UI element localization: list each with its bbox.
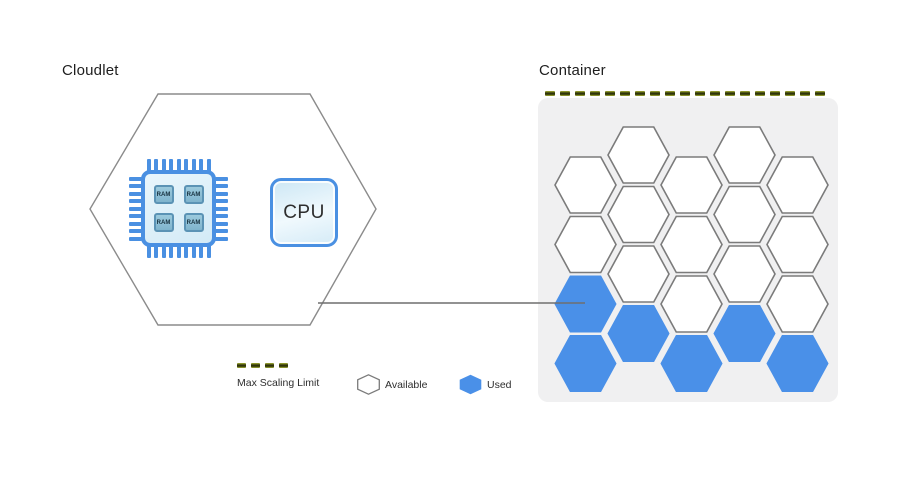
chip-pin bbox=[215, 236, 228, 241]
limit-dash bbox=[800, 91, 810, 96]
legend-used-label: Used bbox=[487, 378, 512, 391]
ram-chip-body: RAM RAM RAM RAM bbox=[141, 170, 216, 247]
limit-dash bbox=[560, 91, 570, 96]
chip-pin bbox=[215, 214, 228, 218]
ram-module: RAM bbox=[153, 213, 174, 232]
ram-module: RAM bbox=[153, 185, 174, 204]
limit-dash bbox=[755, 91, 765, 96]
chip-pin bbox=[215, 191, 228, 196]
hex-cell-available bbox=[607, 245, 670, 303]
cpu-label: CPU bbox=[283, 201, 325, 223]
hex-grid bbox=[554, 126, 829, 392]
chip-pin bbox=[215, 206, 228, 211]
used-hexagon-icon bbox=[459, 374, 482, 395]
available-hexagon-shape bbox=[357, 374, 380, 395]
limit-dash bbox=[279, 363, 288, 368]
legend-max-scaling: Max Scaling Limit bbox=[237, 363, 319, 389]
max-scaling-limit-line bbox=[545, 91, 833, 96]
limit-dash bbox=[680, 91, 690, 96]
hex-cell-used bbox=[713, 305, 776, 362]
legend-dash-sample bbox=[237, 363, 288, 368]
limit-dash bbox=[695, 91, 705, 96]
ram-module: RAM bbox=[183, 213, 204, 232]
chip-pin bbox=[215, 221, 228, 226]
legend-available: Available bbox=[356, 374, 427, 395]
limit-dash bbox=[650, 91, 660, 96]
hex-cell-available bbox=[554, 156, 617, 214]
ram-chip-icon: RAM RAM RAM RAM bbox=[129, 159, 228, 258]
hex-cell-used bbox=[554, 335, 617, 392]
chip-pin bbox=[215, 229, 228, 233]
hex-cell-used bbox=[766, 335, 829, 392]
chip-pin bbox=[215, 176, 228, 181]
limit-dash bbox=[815, 91, 825, 96]
hex-cell-available bbox=[766, 156, 829, 214]
hex-cell-available bbox=[660, 215, 723, 274]
used-hexagon-shape bbox=[459, 374, 482, 395]
limit-dash bbox=[545, 91, 555, 96]
container-panel bbox=[538, 98, 838, 402]
chip-pin bbox=[215, 184, 228, 188]
chip-pins-right bbox=[215, 171, 228, 246]
available-hexagon-icon bbox=[357, 374, 380, 395]
hex-cell-available bbox=[713, 126, 776, 184]
container-title: Container bbox=[539, 62, 606, 79]
legend-used: Used bbox=[458, 374, 512, 395]
hex-cell-available bbox=[660, 275, 723, 333]
hex-cell-available bbox=[607, 185, 670, 244]
limit-dash bbox=[265, 363, 274, 368]
limit-dash bbox=[785, 91, 795, 96]
cloudlet-title: Cloudlet bbox=[62, 62, 119, 79]
hex-cell-used bbox=[554, 275, 617, 333]
hex-cell-used bbox=[660, 335, 723, 392]
limit-dash bbox=[665, 91, 675, 96]
hex-cell-available bbox=[713, 245, 776, 303]
limit-dash bbox=[620, 91, 630, 96]
limit-dash bbox=[590, 91, 600, 96]
legend-available-label: Available bbox=[385, 378, 428, 391]
ram-module: RAM bbox=[183, 185, 204, 204]
limit-dash bbox=[605, 91, 615, 96]
hex-cell-available bbox=[766, 215, 829, 274]
limit-dash bbox=[740, 91, 750, 96]
limit-dash bbox=[237, 363, 246, 368]
hex-cell-available bbox=[660, 156, 723, 214]
cpu-box: CPU bbox=[270, 178, 338, 247]
limit-dash bbox=[575, 91, 585, 96]
limit-dash bbox=[635, 91, 645, 96]
chip-pin bbox=[215, 199, 228, 203]
hex-cell-available bbox=[554, 215, 617, 274]
hex-cell-available bbox=[713, 185, 776, 244]
limit-dash bbox=[710, 91, 720, 96]
legend-max-scaling-label: Max Scaling Limit bbox=[237, 377, 320, 389]
hex-cell-available bbox=[766, 275, 829, 333]
limit-dash bbox=[725, 91, 735, 96]
hex-cell-used bbox=[607, 305, 670, 362]
limit-dash bbox=[770, 91, 780, 96]
limit-dash bbox=[251, 363, 260, 368]
hex-cell-available bbox=[607, 126, 670, 184]
